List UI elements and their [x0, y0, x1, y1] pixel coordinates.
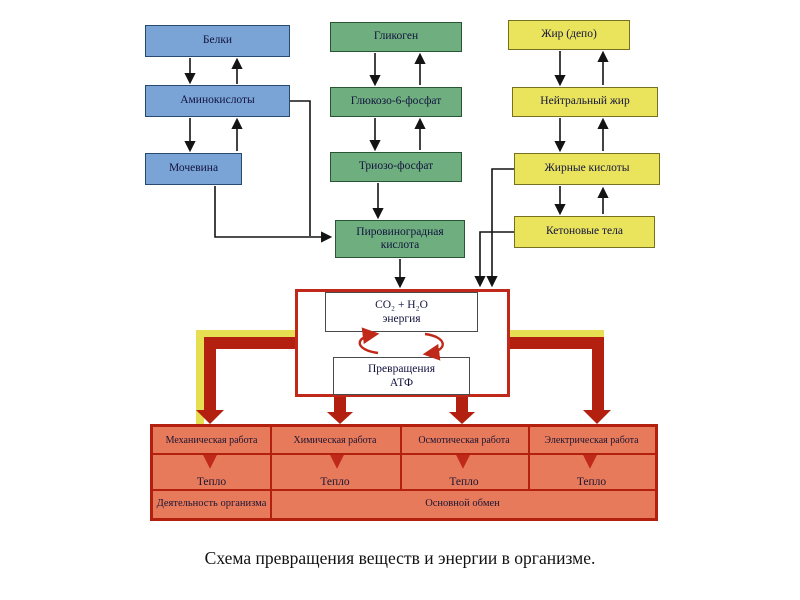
energy-line: энергия [382, 313, 421, 325]
table-divider [153, 489, 655, 491]
arrow-urea-line-to-pyruvate-icon [214, 186, 333, 243]
basal-metabolism-cell: Основной обмен [425, 497, 500, 509]
heat-cell-osmotic: Тепло [449, 476, 479, 489]
atp-transform-line: Превращения [367, 362, 435, 375]
node-pyruvic-acid: Пировиноградная кислота [335, 220, 465, 258]
co2-energy-box: CO₂ + H₂O энергия [325, 292, 478, 332]
node-triose-phosphate: Триозо-фосфат [330, 152, 462, 182]
node-neutral-fat: Нейтральный жир [512, 87, 658, 117]
thick-arrow-osmotic-icon [449, 397, 475, 424]
node-amino-acids: Аминокислоты [145, 85, 290, 117]
node-ketone-bodies: Кетоновые тела [514, 216, 655, 248]
node-fatty-acids: Жирные кислоты [514, 153, 660, 185]
work-cell-chemical: Химическая работа [293, 434, 377, 446]
arrow-fattyacids-to-energy-icon [486, 168, 514, 288]
atp-box: Превращения АТФ [333, 357, 470, 395]
node-urea: Мочевина [145, 153, 242, 185]
diagram-caption: Схема превращения веществ и энергии в ор… [204, 548, 596, 568]
connector-amino-to-pyruvate-icon [290, 100, 311, 236]
work-cell-osmotic: Осмотическая работа [418, 434, 510, 446]
thick-arrow-chemical-icon [327, 397, 353, 424]
table-divider [270, 491, 272, 518]
yellow-stripe-right-top-icon [510, 330, 604, 337]
node-glucose-6-phosphate: Глюкозо-6-фосфат [330, 87, 462, 117]
heat-cell-mechanical: Тепло [196, 476, 227, 489]
yellow-stripe-left-icon [196, 330, 204, 424]
table-divider [270, 427, 272, 489]
node-proteins: Белки [145, 25, 290, 57]
heat-cell-electrical: Тепло [576, 476, 607, 489]
thick-arrow-mechanical-icon [196, 337, 295, 424]
work-cell-mechanical: Механическая работа [165, 434, 258, 446]
table-divider [400, 427, 402, 489]
table-divider [153, 453, 655, 455]
thick-arrow-electrical-icon [510, 337, 611, 424]
node-glycogen: Гликоген [330, 22, 462, 52]
yellow-stripe-left-top-icon [204, 330, 295, 337]
table-divider [528, 427, 530, 489]
heat-cell-chemical: Тепло [320, 476, 350, 489]
arrow-ketone-to-energy-icon [474, 231, 514, 288]
atp-line: АТФ [389, 377, 414, 389]
activity-cell: Деятельность организма [156, 497, 267, 509]
work-cell-electrical: Электрическая работа [544, 434, 639, 446]
node-fat-depot: Жир (депо) [508, 20, 630, 50]
co2-h2o-line: CO₂ + H₂O [375, 298, 428, 311]
work-table: Механическая работа Химическая работа Ос… [150, 424, 658, 521]
